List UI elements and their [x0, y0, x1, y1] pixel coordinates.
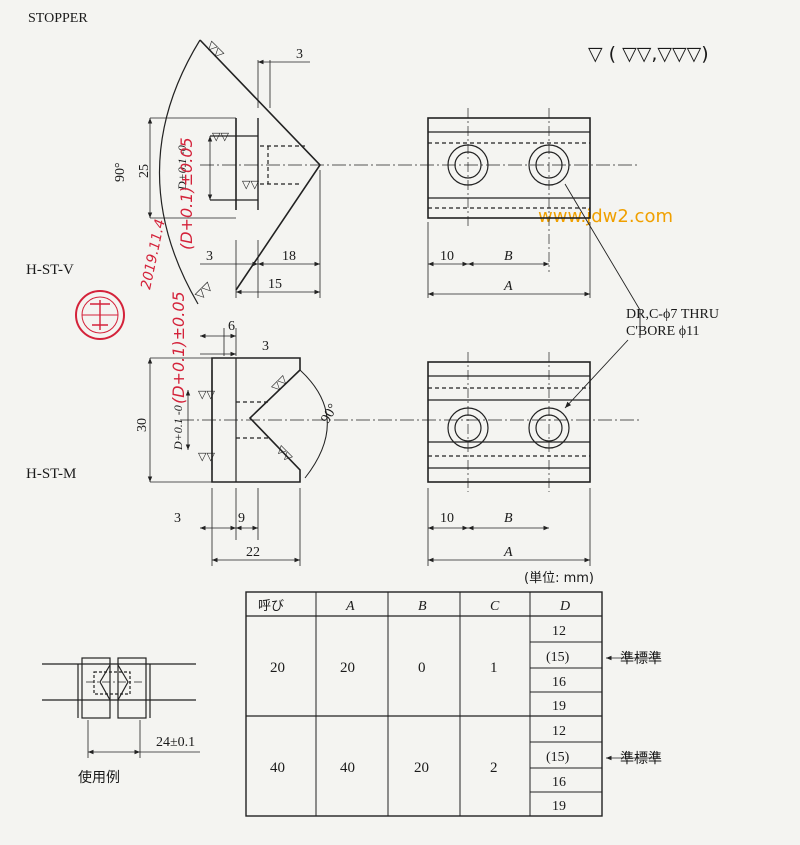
table-unit-note: (単位: mm) — [524, 570, 594, 586]
row1-c: 1 — [490, 660, 498, 676]
dim-m-3-bottom: 3 — [174, 511, 181, 526]
dim-m-30: 30 — [135, 418, 150, 432]
dim-v-15: 15 — [268, 277, 282, 292]
row2-d1: 12 — [552, 724, 566, 739]
dim-m-6: 6 — [228, 319, 235, 334]
dim-v-90deg: 90° — [113, 162, 128, 182]
col-header-name: 呼び — [258, 599, 284, 614]
label-h-st-m: H-ST-M — [26, 466, 76, 482]
usage-caption: 使用例 — [78, 769, 120, 786]
finish-mark-v-2: ▽▽ — [212, 130, 229, 143]
h-st-m-side-view — [147, 328, 640, 566]
dim-v-3-top: 3 — [296, 47, 303, 62]
row2-b: 20 — [414, 760, 429, 776]
dim-m-b: B — [504, 511, 513, 526]
inspection-stamp — [75, 290, 125, 340]
col-header-a: A — [345, 599, 355, 614]
standard-note-1: 準標準 — [620, 651, 662, 667]
row2-c: 2 — [490, 760, 498, 776]
dim-m-22: 22 — [246, 545, 260, 560]
row1-d4: 19 — [552, 699, 566, 714]
h-st-v-front-view — [427, 108, 591, 298]
row2-d3: 16 — [552, 775, 566, 790]
finish-mark-m-2: ▽▽ — [198, 450, 215, 463]
h-st-v-side-view — [147, 39, 640, 305]
row1-a: 20 — [340, 660, 355, 676]
row2-d4: 19 — [552, 799, 566, 814]
handwritten-tolerance-m: (D+0.1)±0.05 — [169, 291, 188, 404]
row1-d3: 16 — [552, 675, 566, 690]
col-header-c: C — [490, 599, 500, 614]
row2-name: 40 — [270, 760, 285, 776]
row2-a: 40 — [340, 760, 355, 776]
row1-b: 0 — [418, 660, 426, 676]
leader-lines — [564, 183, 641, 409]
dim-v-3-bottom: 3 — [206, 249, 213, 264]
col-header-b: B — [418, 599, 427, 614]
handwritten-tolerance-v: (D+0.1)±0.05 — [177, 137, 196, 250]
table-grid — [245, 591, 660, 817]
dim-v-b: B — [504, 249, 513, 264]
standard-note-2: 準標準 — [620, 751, 662, 767]
dim-v-10: 10 — [440, 249, 454, 264]
website-watermark: www.jdw2.com — [538, 206, 673, 227]
finish-mark-v-3: ▽▽ — [242, 178, 259, 191]
surface-finish-note: ▽ ( ▽▽,▽▽▽) — [588, 43, 709, 65]
dim-v-18: 18 — [282, 249, 296, 264]
usage-dimension: 24±0.1 — [156, 735, 195, 750]
dim-v-a: A — [503, 279, 513, 294]
row1-d2: (15) — [546, 650, 570, 665]
hole-note-line2: C'BORE ϕ11 — [626, 324, 700, 339]
usage-example-drawing — [42, 657, 200, 758]
dim-m-a: A — [503, 545, 513, 560]
dim-m-9: 9 — [238, 511, 245, 526]
dim-m-10: 10 — [440, 511, 454, 526]
row2-d2: (15) — [546, 750, 570, 765]
h-st-m-front-view — [427, 352, 591, 566]
dim-m-d-tol: D+0.1 -0 — [171, 405, 185, 451]
label-h-st-v: H-ST-V — [26, 262, 74, 278]
finish-mark-m-1: ▽▽ — [198, 388, 215, 401]
dim-m-3-top: 3 — [262, 339, 269, 354]
row1-d1: 12 — [552, 624, 566, 639]
dim-v-d-tol: D+0.1 -0 — [175, 145, 189, 191]
dim-v-25: 25 — [137, 164, 152, 178]
drawing-title: STOPPER — [28, 11, 88, 26]
hole-note-line1: DR,C-ϕ7 THRU — [626, 307, 719, 322]
row1-name: 20 — [270, 660, 285, 676]
col-header-d: D — [559, 599, 570, 614]
